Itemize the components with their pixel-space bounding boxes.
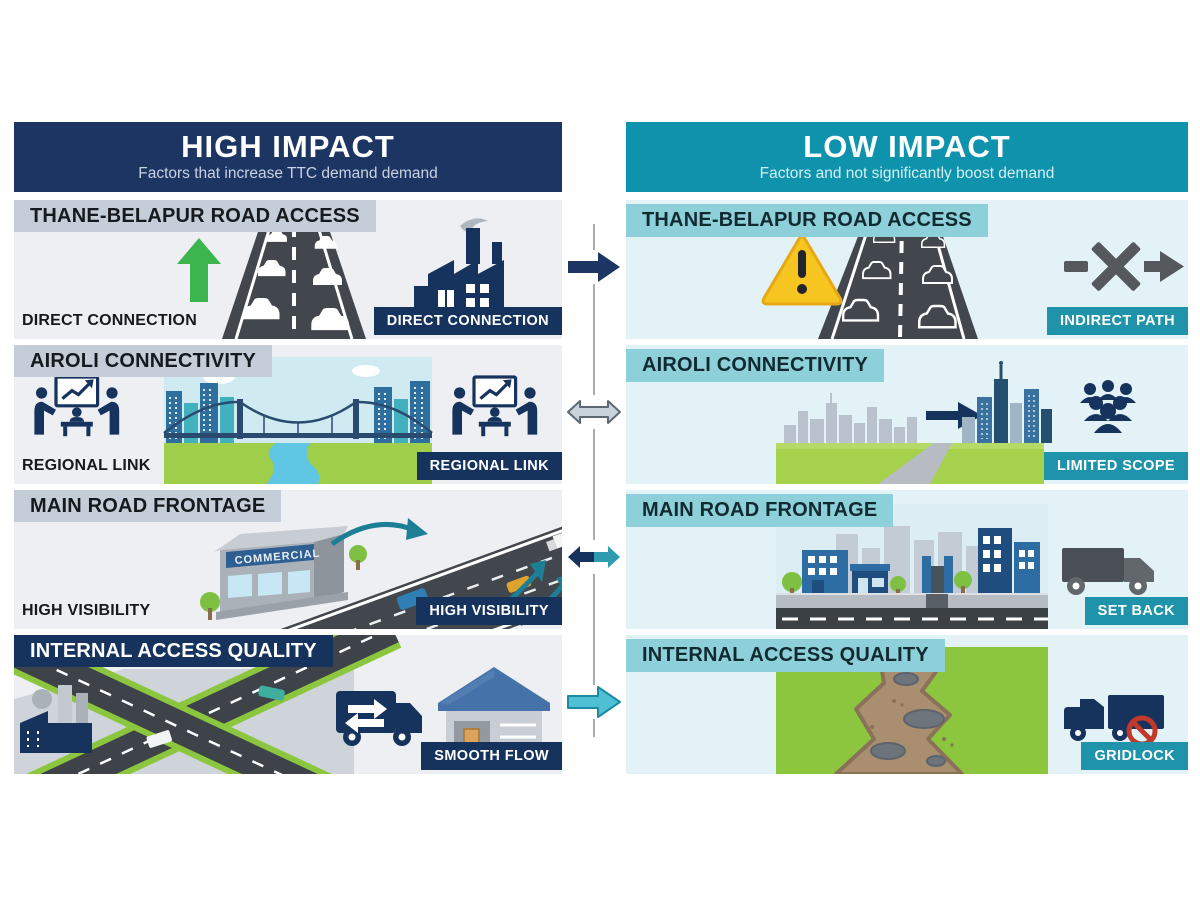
faded-skyline-icon bbox=[784, 393, 917, 443]
bridge-illustration bbox=[32, 357, 539, 484]
caption-direct-connection: DIRECT CONNECTION bbox=[22, 312, 197, 329]
blocked-path-arrow-icon bbox=[1064, 242, 1184, 291]
double-arrow-navy-teal-icon bbox=[568, 546, 620, 568]
row-header-airoli-low: AIROLI CONNECTIVITY bbox=[626, 349, 885, 382]
row-header-frontage-low: MAIN ROAD FRONTAGE bbox=[626, 494, 894, 527]
high-impact-header: HIGH IMPACT Factors that increase TTC de… bbox=[14, 122, 562, 192]
commercial-building-icon: COMMERCIAL bbox=[214, 526, 348, 620]
blue-buildings-left bbox=[802, 550, 890, 594]
presentation-people-icon bbox=[450, 375, 539, 438]
suspension-bridge-icon bbox=[163, 399, 433, 439]
two-way-truck-icon bbox=[336, 691, 422, 746]
badge-indirect-path: INDIRECT PATH bbox=[1046, 307, 1188, 335]
badge-gridlock: GRIDLOCK bbox=[1081, 742, 1188, 770]
city-skyline-icon bbox=[962, 361, 1052, 443]
growth-arrow-icon bbox=[177, 238, 221, 302]
badge-set-back: SET BACK bbox=[1084, 597, 1188, 625]
low-impact-title: LOW IMPACT bbox=[803, 128, 1011, 164]
presentation-people-icon bbox=[32, 375, 121, 438]
industrial-plant-icon bbox=[20, 685, 92, 753]
row-thane-road-high: THANE-BELAPUR ROAD ACCESS DIRECT CONNECT… bbox=[14, 200, 562, 339]
low-impact-header: LOW IMPACT Factors and not significantly… bbox=[626, 122, 1188, 192]
blocked-truck-icon bbox=[1064, 695, 1164, 747]
warning-triangle-icon bbox=[761, 232, 843, 306]
double-arrow-gray-icon bbox=[567, 400, 621, 424]
badge-limited-scope: LIMITED SCOPE bbox=[1044, 452, 1188, 480]
badge-regional-link: REGIONAL LINK bbox=[416, 452, 562, 480]
badge-high-visibility: HIGH VISIBILITY bbox=[416, 597, 562, 625]
highway-growth-illustration bbox=[177, 218, 504, 339]
gate-icon bbox=[922, 556, 953, 594]
row-thane-road-low: THANE-BELAPUR ROAD ACCESS INDIRECT PATH bbox=[626, 200, 1188, 339]
row-header-internal-low: INTERNAL ACCESS QUALITY bbox=[626, 639, 945, 672]
comparison-connector bbox=[562, 122, 626, 774]
high-impact-title: HIGH IMPACT bbox=[181, 128, 395, 164]
factory-icon bbox=[414, 218, 504, 312]
high-impact-panel: HIGH IMPACT Factors that increase TTC de… bbox=[14, 122, 562, 774]
truck-icon bbox=[1062, 548, 1154, 595]
row-internal-low: INTERNAL ACCESS QUALITY GRIDLOCK bbox=[626, 635, 1188, 774]
low-impact-subtitle: Factors and not significantly boost dema… bbox=[759, 165, 1055, 183]
congestion-illustration bbox=[761, 215, 1184, 339]
blue-buildings-right bbox=[978, 528, 1040, 594]
low-impact-panel: LOW IMPACT Factors and not significantly… bbox=[626, 122, 1188, 774]
row-header-internal-high: INTERNAL ACCESS QUALITY bbox=[14, 635, 333, 667]
right-arrow-teal-icon bbox=[567, 686, 621, 718]
badge-smooth-flow: SMOOTH FLOW bbox=[421, 742, 562, 770]
row-frontage-low: MAIN ROAD FRONTAGE SET BACK bbox=[626, 490, 1188, 629]
row-header-thane-high: THANE-BELAPUR ROAD ACCESS bbox=[14, 200, 376, 232]
row-airoli-high: AIROLI CONNECTIVITY REGIONAL LINK REGION… bbox=[14, 345, 562, 484]
caption-regional-link: REGIONAL LINK bbox=[22, 457, 151, 474]
right-arrow-navy-icon bbox=[568, 252, 620, 282]
tree-icon bbox=[200, 545, 367, 620]
badge-direct-connection: DIRECT CONNECTION bbox=[373, 307, 562, 335]
row-header-frontage-high: MAIN ROAD FRONTAGE bbox=[14, 490, 282, 522]
limited-growth-illustration bbox=[776, 361, 1136, 484]
high-impact-subtitle: Factors that increase TTC demand demand bbox=[138, 165, 438, 183]
row-airoli-low: AIROLI CONNECTIVITY LIMITED SCOPE bbox=[626, 345, 1188, 484]
crowd-icon bbox=[1080, 380, 1136, 433]
pothole-road-illustration bbox=[776, 645, 1164, 774]
row-frontage-high: COMMERCIAL bbox=[14, 490, 562, 629]
row-header-thane-low: THANE-BELAPUR ROAD ACCESS bbox=[626, 204, 988, 237]
row-internal-high: INTERNAL ACCESS QUALITY SMOOTH FLOW bbox=[14, 635, 562, 774]
caption-high-visibility: HIGH VISIBILITY bbox=[22, 602, 151, 619]
row-header-airoli-high: AIROLI CONNECTIVITY bbox=[14, 345, 273, 377]
potholes bbox=[870, 672, 946, 767]
